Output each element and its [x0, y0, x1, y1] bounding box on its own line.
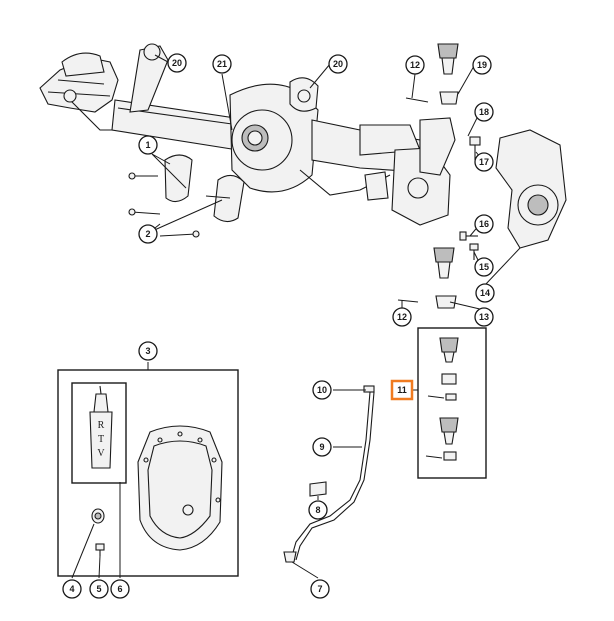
steering-knuckle	[495, 129, 567, 249]
callout-11-highlighted: 11	[390, 379, 414, 401]
cover-bolt	[95, 543, 105, 556]
callout-4: 4	[62, 579, 82, 599]
callout-20-upper-left: 20	[167, 53, 187, 73]
svg-text:20: 20	[333, 59, 343, 69]
rtv-sealant-tube: R T V	[89, 385, 113, 469]
callout-14: 14	[475, 283, 495, 303]
callout-5: 5	[89, 579, 109, 599]
svg-text:5: 5	[96, 584, 101, 594]
svg-text:8: 8	[315, 505, 320, 515]
bolt-17	[469, 136, 481, 160]
callout-16: 16	[474, 214, 494, 234]
callout-13: 13	[474, 307, 494, 327]
axle-housing-assembly	[39, 43, 456, 226]
svg-text:4: 4	[69, 584, 74, 594]
differential-cover	[137, 425, 223, 551]
rtv-letter-v: V	[97, 448, 105, 459]
ball-joint-kit-box	[417, 327, 487, 479]
svg-text:19: 19	[477, 60, 487, 70]
svg-text:14: 14	[480, 288, 490, 298]
callout-6: 6	[110, 579, 130, 599]
callout-7: 7	[310, 579, 330, 599]
svg-text:10: 10	[317, 385, 327, 395]
svg-text:1: 1	[145, 140, 150, 150]
svg-text:21: 21	[217, 59, 227, 69]
callout-15: 15	[474, 257, 494, 277]
callout-19: 19	[472, 55, 492, 75]
svg-text:13: 13	[479, 312, 489, 322]
callout-12-lower: 12	[392, 307, 412, 327]
callout-8: 8	[308, 500, 328, 520]
rtv-letter-t: T	[98, 434, 104, 445]
svg-text:18: 18	[479, 107, 489, 117]
callout-12-upper: 12	[405, 55, 425, 75]
callout-17: 17	[474, 152, 494, 172]
svg-text:7: 7	[317, 584, 322, 594]
fill-plug	[91, 508, 105, 524]
callout-18: 18	[474, 102, 494, 122]
callout-21: 21	[212, 54, 232, 74]
callout-10: 10	[312, 380, 332, 400]
rtv-tube-box	[71, 382, 127, 484]
leader-lines	[71, 54, 521, 579]
svg-text:2: 2	[145, 229, 150, 239]
svg-text:12: 12	[397, 312, 407, 322]
bolts-15-16	[459, 231, 479, 260]
ball-joint-upper	[405, 43, 459, 105]
svg-text:15: 15	[479, 262, 489, 272]
callout-20-right: 20	[328, 54, 348, 74]
ball-joint-lower	[397, 247, 457, 309]
svg-text:6: 6	[117, 584, 122, 594]
rtv-letter-r: R	[98, 420, 105, 431]
svg-text:11: 11	[397, 385, 407, 395]
vent-tube-assembly	[283, 385, 375, 563]
svg-text:17: 17	[479, 157, 489, 167]
callout-9: 9	[312, 437, 332, 457]
svg-text:16: 16	[479, 219, 489, 229]
callout-1: 1	[138, 135, 158, 155]
svg-text:9: 9	[319, 442, 324, 452]
callout-2: 2	[138, 224, 158, 244]
callout-3: 3	[138, 341, 158, 361]
svg-text:3: 3	[145, 346, 150, 356]
bearing-caps-and-bolts	[128, 154, 245, 238]
ball-joint-kit-parts	[425, 337, 459, 461]
svg-text:20: 20	[172, 58, 182, 68]
svg-text:12: 12	[410, 60, 420, 70]
